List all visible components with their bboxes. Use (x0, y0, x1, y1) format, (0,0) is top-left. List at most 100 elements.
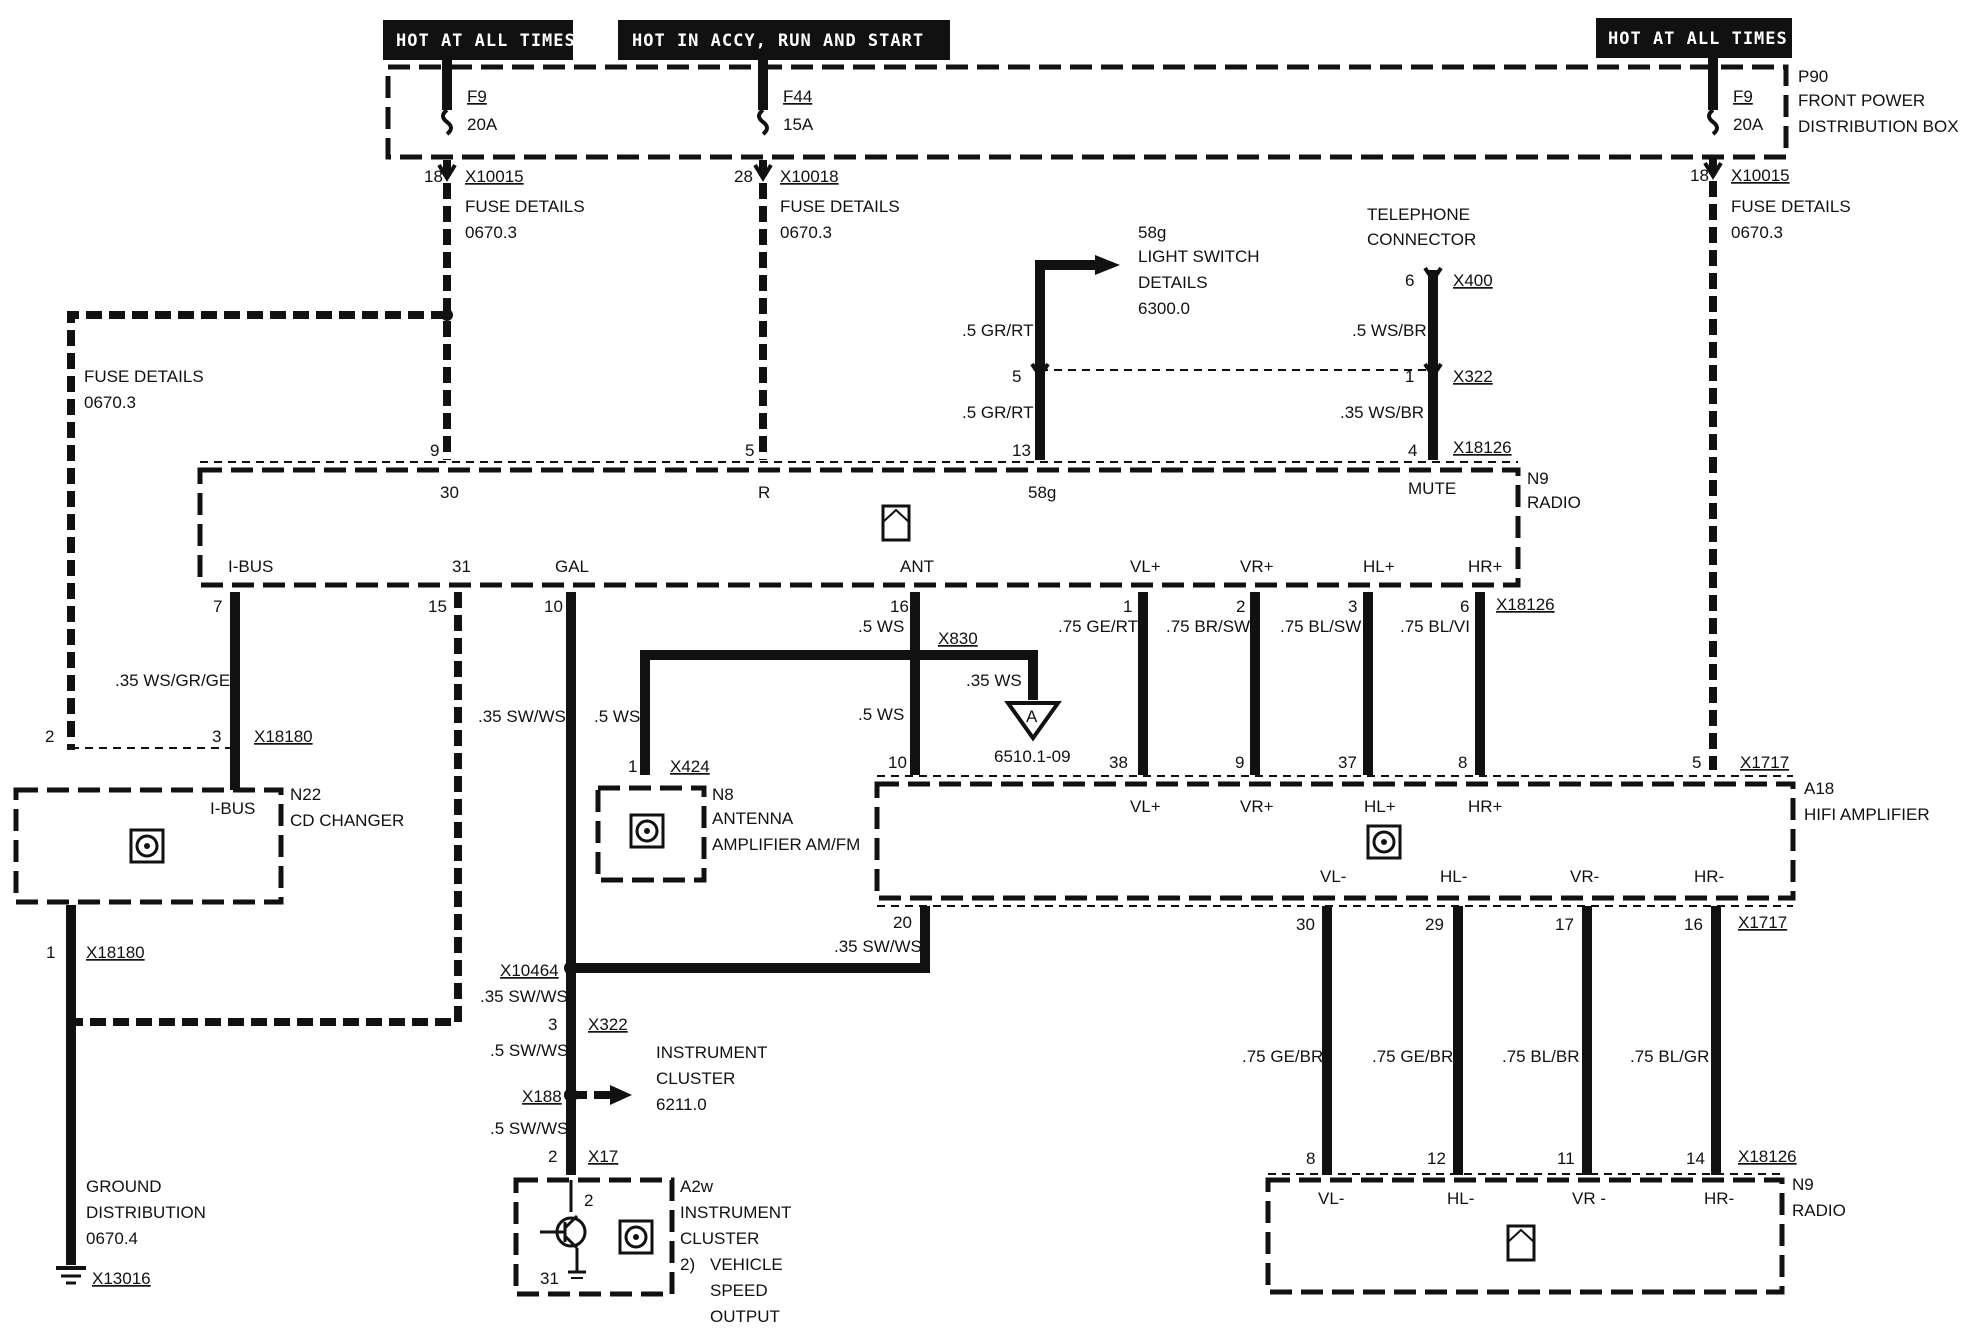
hifi-term-hl-minus: HL- (1440, 867, 1467, 886)
bpin-2: 2 (1236, 597, 1245, 616)
fuse-f9-right-rating: 20A (1733, 115, 1764, 134)
antenna-amp-icon (629, 813, 665, 849)
fd-mid-pin: 28 (734, 167, 753, 186)
telephone-wire: TELEPHONE CONNECTOR 6 X400 .5 WS/BR .35 … (1340, 205, 1493, 460)
hifi-term-vr: VR+ (1240, 797, 1274, 816)
sp-pin-x322: 3 (548, 1015, 557, 1034)
spk-minus-wire-hl: .75 GE/BR (1372, 1047, 1453, 1066)
radio-bottom-name: RADIO (1792, 1201, 1846, 1220)
hifi-pin-8: 8 (1458, 753, 1467, 772)
hifi-name: HIFI AMPLIFIER (1804, 805, 1930, 824)
ic-pin-top: 2 (584, 1191, 593, 1210)
hifi-conn: X1717 (1740, 753, 1789, 772)
ant-ref: 6510.1-09 (994, 747, 1071, 766)
sp-x17: X17 (588, 1147, 618, 1166)
cd-changer-box (13, 787, 284, 905)
hifi-gal-wire: .35 SW/WS (834, 937, 922, 956)
banner-right-text: HOT AT ALL TIMES (1608, 29, 1788, 49)
rb-pin-8: 8 (1306, 1149, 1315, 1168)
hifi-bpin-30: 30 (1296, 915, 1315, 934)
spk-wire-hl: .75 BL/SW (1280, 617, 1361, 636)
fd-right-label: FUSE DETAILS (1731, 197, 1851, 216)
hifi-amp-icon (1366, 824, 1402, 860)
radio-top-pin-4: 4 (1408, 441, 1417, 460)
hifi-bpin-16: 16 (1684, 915, 1703, 934)
light-switch-wire: 58g LIGHT SWITCH DETAILS 6300.0 .5 GR/RT… (962, 223, 1260, 460)
sp-x322: X322 (588, 1015, 628, 1034)
transistor-icon (540, 1180, 587, 1279)
fd-left-pin: 18 (424, 167, 443, 186)
gal-wire (571, 906, 930, 973)
ibus-wire-label: .35 WS/GR/GE (115, 671, 230, 690)
ic-note2: SPEED (710, 1281, 768, 1300)
top-wires (67, 158, 1723, 770)
term-hl-plus: HL+ (1363, 557, 1395, 576)
cd-pin-right: 3 (212, 727, 221, 746)
sp-wire-1: .35 SW/WS (480, 987, 568, 1006)
fd-left-ref: 0670.3 (465, 223, 517, 242)
wire-ws-br-2: .35 WS/BR (1340, 403, 1424, 422)
hifi-term-vr-minus: VR- (1570, 867, 1599, 886)
tel-pin: 6 (1405, 271, 1414, 290)
hifi-term-hl: HL+ (1364, 797, 1396, 816)
term-31: 31 (452, 557, 471, 576)
spk-minus-wire-vl: .75 GE/BR (1242, 1047, 1323, 1066)
ant-wire-2: .5 WS (858, 705, 904, 724)
hifi-id: A18 (1804, 779, 1834, 798)
speaker-minus-wires: .75 GE/BR .75 GE/BR .75 BL/BR .75 BL/GR (1242, 906, 1721, 1175)
x10464-label: X10464 (500, 961, 559, 980)
radio-top-name: RADIO (1527, 493, 1581, 512)
sp-wire-2: .5 SW/WS (490, 1041, 568, 1060)
rb-pin-11: 11 (1557, 1149, 1575, 1168)
ant-amp-id: N8 (712, 785, 734, 804)
hifi-top-pins: 10 38 9 37 8 5 X1717 VL+ VR+ HL+ HR+ VL-… (888, 753, 1789, 886)
antenna-amp-box (595, 785, 707, 883)
hifi-pin-38: 38 (1109, 753, 1128, 772)
radio-symbol-icon (881, 504, 911, 542)
radio-top-term-58g: 58g (1028, 483, 1056, 502)
radio-bottom-box (1265, 1177, 1785, 1295)
fd-mid-conn: X10018 (780, 167, 839, 186)
radio-top-pin-9: 9 (430, 441, 439, 460)
spk-wire-vr: .75 BR/SW (1166, 617, 1250, 636)
bpin-3: 3 (1348, 597, 1357, 616)
radio-top-term-r: R (758, 483, 770, 502)
cluster-arrow-icon (610, 1085, 632, 1105)
rb-term-hr: HR- (1704, 1189, 1734, 1208)
fd-left-conn: X10015 (465, 167, 524, 186)
spk-minus-wire-vr: .75 BL/BR (1502, 1047, 1580, 1066)
ls-line1: LIGHT SWITCH (1138, 247, 1260, 266)
hifi-pin-9: 9 (1235, 753, 1244, 772)
speed-path: X10464 .35 SW/WS 3 X322 .5 SW/WS X188 .5… (480, 961, 767, 1175)
ic-note1: VEHICLE (710, 1255, 783, 1274)
radio-bottom-pins: 7 15 10 16 1 2 3 6 X18126 (213, 595, 1555, 616)
bpin-16: 16 (890, 597, 909, 616)
fuse-f44: F44 15A (757, 60, 814, 136)
rb-term-vr: VR - (1572, 1189, 1606, 1208)
cd-id: N22 (290, 785, 321, 804)
gnd-line2: DISTRIBUTION (86, 1203, 206, 1222)
ant-wire-4: .35 WS (966, 671, 1022, 690)
hifi-pin-5: 5 (1692, 753, 1701, 772)
radio-bottom-terms: I-BUS 31 GAL ANT VL+ VR+ HL+ HR+ (228, 557, 1503, 576)
hifi-bpin-17: 17 (1555, 915, 1574, 934)
p90-box (385, 64, 1789, 160)
ant-amp-conn: X424 (670, 757, 710, 776)
hifi-bottom-conn: X1717 (1738, 913, 1787, 932)
cd-pin-left: 2 (45, 727, 54, 746)
radio-top-pin-5: 5 (745, 441, 754, 460)
ic-ref-ref: 6211.0 (656, 1095, 707, 1114)
fd-mid-ref: 0670.3 (780, 223, 832, 242)
bpin-15: 15 (428, 597, 447, 616)
instrument-cluster-icon (618, 1219, 654, 1255)
fuse-f9-left: F9 20A (441, 60, 498, 136)
radio-top-term-30: 30 (440, 483, 459, 502)
fd-side-ref: 0670.3 (84, 393, 136, 412)
term-vr-plus: VR+ (1240, 557, 1274, 576)
gnd-conn: X13016 (92, 1269, 151, 1288)
term-hr-plus: HR+ (1468, 557, 1503, 576)
fd-right-conn: X10015 (1731, 166, 1790, 185)
fuse-f9-left-name: F9 (467, 87, 487, 106)
